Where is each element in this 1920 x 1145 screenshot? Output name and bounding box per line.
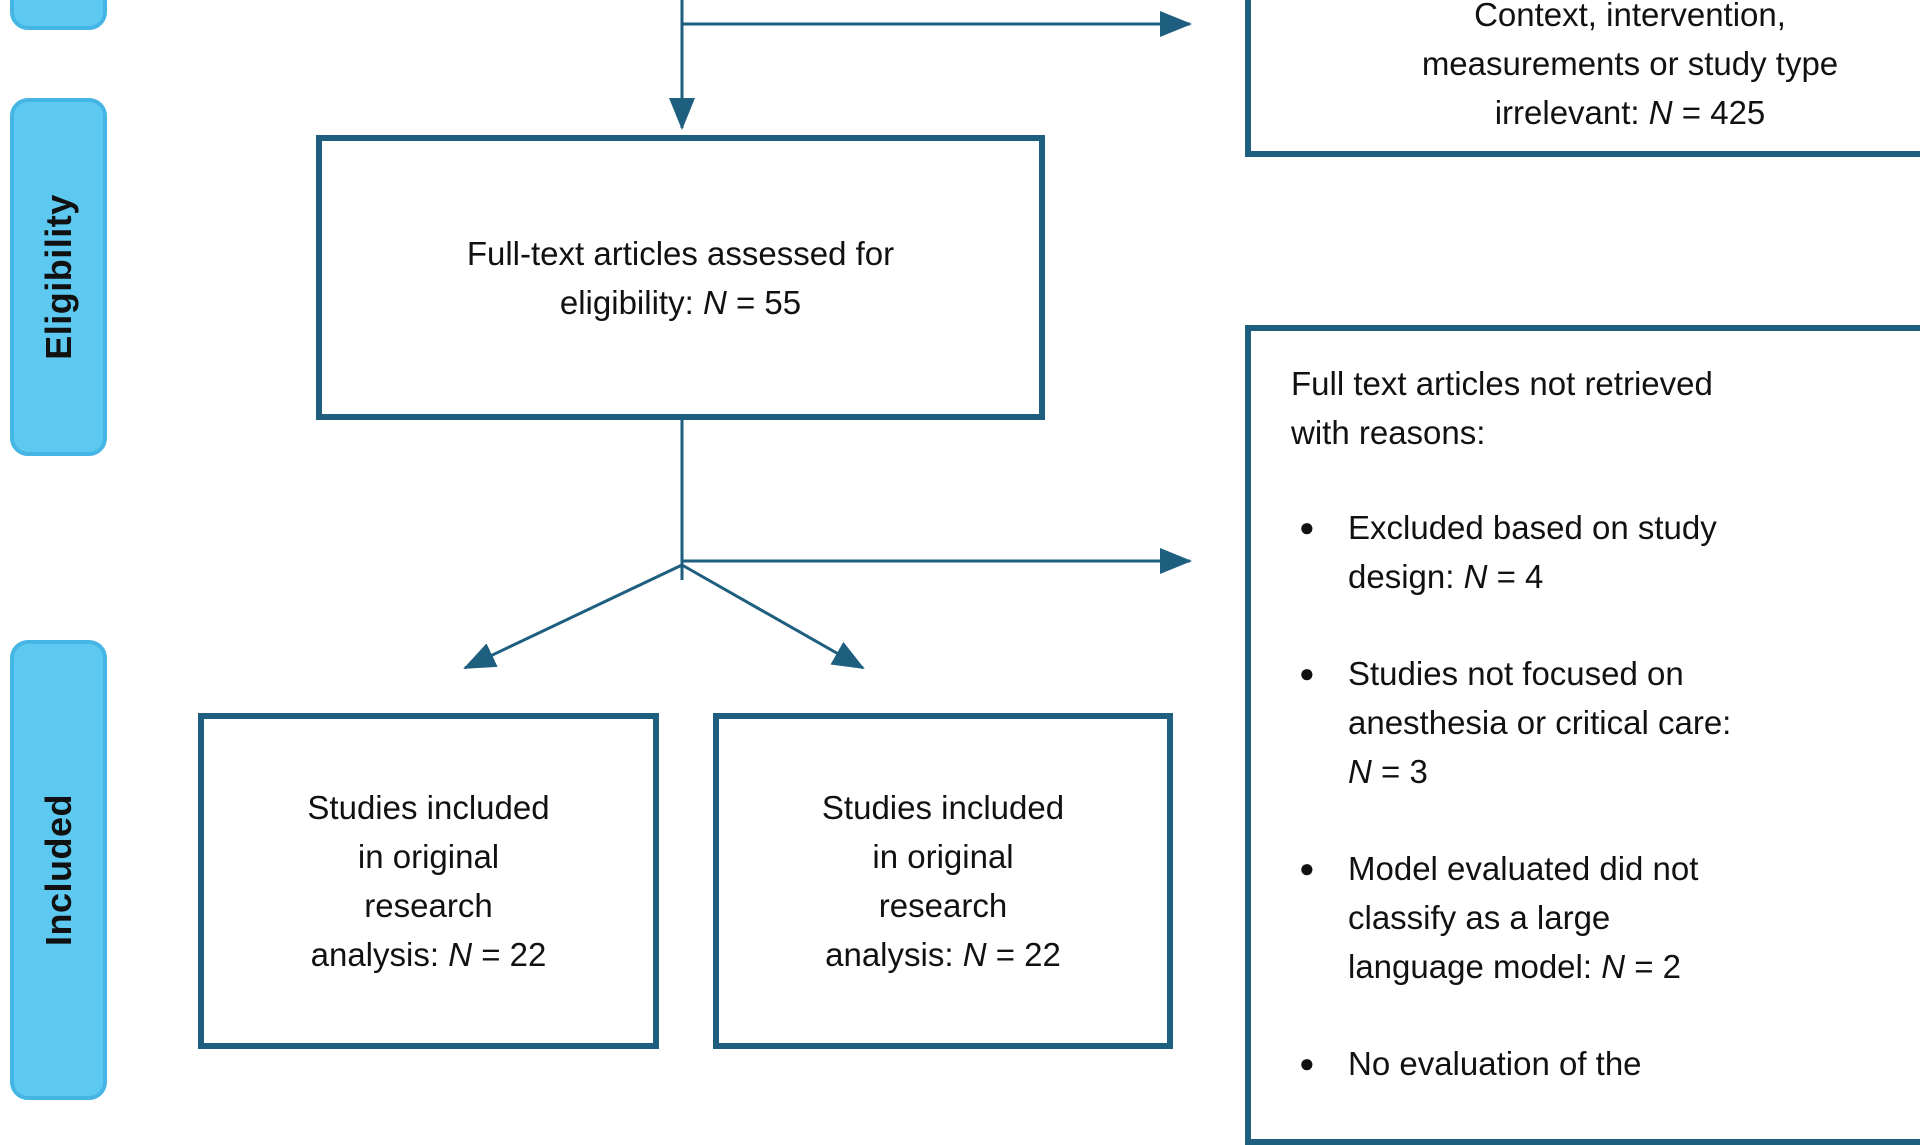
text-line: classify as a large [1348,899,1611,936]
text-line: language model: N = 2 [1348,948,1682,985]
box-not-retrieved-reasons: Full text articles not retrieved with rea… [1245,325,1920,1145]
reason-bullet: No evaluation of the [1291,1039,1920,1088]
text-line: Studies included [821,789,1065,826]
text-line: research [364,887,493,924]
text-line: N = 3 [1348,753,1428,790]
text-line: Full-text articles assessed for [466,234,895,272]
text-line: Studies not focused on [1348,655,1684,692]
reason-bullet: Excluded based on study design: N = 4 [1291,503,1920,601]
text-line: analysis: N = 22 [825,936,1061,973]
stage-label-eligibility: Eligibility [10,98,107,456]
text-line: in original [872,838,1014,875]
not-retrieved-reason-list: Excluded based on study design: N = 4 Stud… [1291,503,1920,1088]
text-line: Excluded based on study [1348,509,1717,546]
text-line: in original [357,838,500,875]
stage-label-included-text: Included [37,793,79,947]
prisma-flow-diagram: Eligibility Included Full-text articles … [0,0,1920,1080]
text-line: design: N = 4 [1348,558,1544,595]
text-line: measurements or study type [1421,45,1839,82]
stage-label-eligibility-text: Eligibility [37,194,79,360]
box-studies-included-right: Studies included in original research analy… [713,713,1173,1049]
text-line: anesthesia or critical care: [1348,704,1732,741]
text-line: No evaluation of the [1348,1045,1642,1082]
reason-bullet: Model evaluated did not classify as a lar… [1291,844,1920,991]
text-line: analysis: N = 22 [310,936,547,973]
stage-label-included: Included [10,640,107,1100]
arrow-to-included-right [681,563,865,670]
text-line: Studies included [307,789,550,826]
text-line: research [878,887,1008,924]
arrow-to-included-left [463,563,683,670]
not-retrieved-heading: Full text articles not retrieved with rea… [1291,359,1920,457]
text-line: eligibility: N = 55 [559,283,802,321]
box-studies-included-left: Studies included in original research analy… [198,713,659,1049]
box-fulltext-assessed: Full-text articles assessed for eligibili… [316,135,1045,420]
text-line: Context, intervention, [1474,0,1786,33]
text-line: irrelevant: N = 425 [1494,94,1766,131]
text-line: with reasons: [1291,414,1486,451]
reason-bullet: Studies not focused on anesthesia or crit… [1291,649,1920,796]
box-excluded-context-irrelevant: Context, intervention, measurements or st… [1245,0,1920,157]
text-line: Model evaluated did not [1348,850,1699,887]
stage-label-screening-partial [10,0,107,30]
text-line: Full text articles not retrieved [1291,365,1713,402]
